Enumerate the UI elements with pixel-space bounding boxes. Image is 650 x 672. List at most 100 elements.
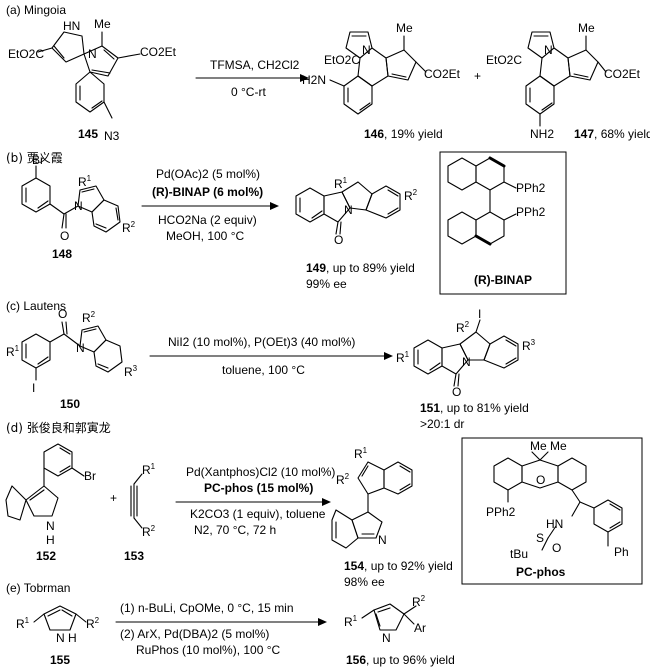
atom-r2-154: R2 (336, 472, 350, 487)
compound-151-caption: 151, up to 81% yield (420, 401, 529, 415)
compound-151-structure (413, 319, 519, 387)
compound-154-yield: , up to 92% yield (364, 559, 453, 573)
pcphos-label: PC-phos (516, 565, 566, 579)
atom-r2-155: R2 (86, 616, 100, 631)
atom-r1-sup-153: 1 (151, 462, 156, 471)
atom-r2-sup-156: 2 (421, 594, 426, 603)
compound-156-structure (361, 603, 417, 631)
atom-pph2-binap-2: PPh2 (516, 205, 546, 219)
atom-r1-sup-151: 1 (405, 350, 410, 359)
atom-r-149-1: R (334, 177, 343, 191)
atom-r1-155: R1 (16, 616, 30, 631)
atom-r-149-2: R (404, 189, 413, 203)
atom-me-146: Me (396, 21, 413, 35)
atom-n3-145: N3 (104, 129, 120, 143)
compound-152-structure (5, 443, 85, 521)
compound-149-label: 149 (306, 261, 326, 275)
conditions-b-line4: MeOH, 100 °C (166, 229, 244, 243)
atom-tbu-pcphos: tBu (510, 547, 528, 561)
conditions-c-line2: toluene, 100 °C (222, 363, 305, 377)
reaction-arrow-e-head (318, 618, 327, 626)
atom-o-148: O (60, 229, 69, 243)
atom-hn-145: HN (63, 19, 80, 33)
atom-eto2c-145: EtO2C (8, 47, 44, 61)
compound-154-structure (331, 461, 413, 549)
compound-147-caption: 147, 68% yield (574, 127, 650, 141)
compound-154-caption: 154, up to 92% yield (344, 559, 453, 573)
atom-r2-sup-153: 2 (151, 524, 156, 533)
atom-r-150-2: R (82, 311, 91, 325)
atom-h2n-146: H2N (302, 73, 326, 87)
atom-r-150-3: R (124, 365, 133, 379)
compound-147-structure (525, 31, 607, 127)
atom-r1-150: R1 (6, 344, 20, 359)
compound-155-structure (33, 605, 87, 631)
conditions-d-line1: Pd(Xantphos)Cl2 (10 mol%) (186, 465, 335, 479)
atom-r1-156: R1 (344, 614, 358, 629)
binap-structure (447, 156, 517, 246)
plus-d: + (110, 491, 117, 505)
atom-r3-151: R3 (522, 338, 536, 353)
atom-o-151: O (452, 385, 461, 399)
section-e-header: (e) Tobrman (6, 581, 70, 595)
atom-n-147: N (544, 43, 553, 57)
atom-o-149: O (334, 233, 343, 247)
binap-ligand-box (439, 151, 567, 295)
atom-nh-155: N H (56, 631, 77, 645)
atom-me-145: Me (94, 17, 111, 31)
compound-150-label: 150 (60, 397, 80, 411)
compound-156-label: 156 (346, 653, 366, 667)
reaction-arrow-d-head (322, 498, 331, 506)
atom-s-pcphos: S (536, 531, 544, 545)
conditions-b-line2: (R)-BINAP (6 mol%) (152, 185, 263, 199)
conditions-d-line3: K2CO3 (1 equiv), toluene (190, 507, 326, 521)
atom-r-150-1: R (6, 345, 15, 359)
compound-147-yield: , 68% yield (594, 127, 650, 141)
atom-me-147: Me (578, 21, 595, 35)
atom-r-151-1: R (396, 351, 405, 365)
conditions-e-line3: RuPhos (10 mol%), 100 °C (136, 643, 281, 657)
atom-ph-pcphos: Ph (614, 545, 629, 559)
atom-r1-148: R1 (78, 174, 92, 189)
compound-154-ee: 98% ee (344, 575, 385, 589)
atom-n-150: N (76, 341, 85, 355)
conditions-b-line3: HCO2Na (2 equiv) (158, 213, 257, 227)
atom-r1-151: R1 (396, 350, 410, 365)
atom-br-152: Br (84, 469, 96, 483)
atom-r2-sup-149: 2 (413, 188, 418, 197)
compound-156-yield: , up to 96% yield (366, 653, 455, 667)
atom-r-154-2: R (336, 473, 345, 487)
reaction-arrow-a-head (300, 74, 309, 82)
atom-pph2-binap-1: PPh2 (516, 181, 546, 195)
atom-n-149: N (344, 203, 353, 217)
atom-r-155-1: R (16, 617, 25, 631)
conditions-a-line2: 0 °C-rt (231, 85, 266, 99)
atom-r1-154: R1 (354, 446, 368, 461)
atom-r2-sup-150: 2 (91, 310, 96, 319)
compound-152-label: 152 (36, 549, 56, 563)
atom-r3-sup-151: 3 (531, 338, 536, 347)
atom-me-pcphos-2: Me (550, 439, 567, 453)
conditions-e-line2: (2) ArX, Pd(DBA)2 (5 mol%) (120, 627, 269, 641)
atom-co2et-145: CO2Et (140, 45, 177, 59)
atom-r1-153: R1 (142, 462, 156, 477)
atom-r2-149: R2 (404, 188, 418, 203)
reaction-arrow-c-head (384, 352, 393, 360)
atom-nh2-147: NH2 (530, 127, 554, 141)
atom-r2-sup-151: 2 (465, 320, 470, 329)
atom-r2-156: R2 (412, 594, 426, 609)
atom-o-pcphos: O (552, 541, 561, 555)
compound-156-caption: 156, up to 96% yield (346, 653, 455, 667)
compound-146-caption: 146, 19% yield (364, 127, 443, 141)
binap-label: (R)-BINAP (474, 273, 532, 287)
conditions-b-line1: Pd(OAc)2 (5 mol%) (156, 167, 260, 181)
compound-151-dr: >20:1 dr (420, 417, 464, 431)
atom-n-156: N (382, 631, 391, 645)
compound-145-label: 145 (78, 127, 98, 141)
compound-154-label: 154 (344, 559, 364, 573)
compound-148-structure (21, 165, 121, 233)
conditions-e-line1: (1) n-BuLi, CpOMe, 0 °C, 15 min (120, 601, 294, 615)
atom-i-151: I (478, 307, 481, 321)
atom-r2-150: R2 (82, 310, 96, 325)
